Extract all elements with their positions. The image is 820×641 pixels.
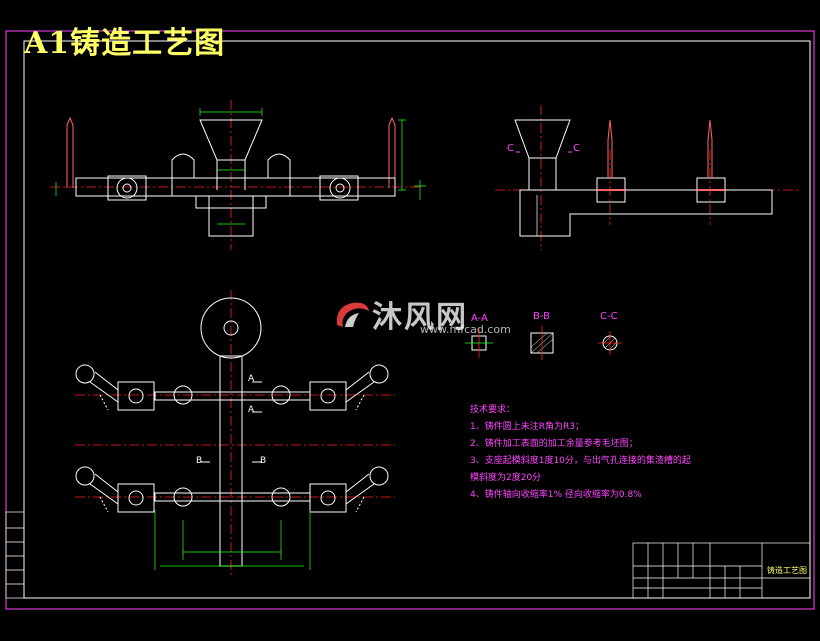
technical-notes: 技术要求： 1、铸件圆上未注R角为R3； 2、铸件加工表面的加工余量参考毛坯图；… [470,402,691,504]
notes-heading: 技术要求： [470,405,516,415]
front-view [50,100,426,250]
title-block [632,542,811,599]
section-label-bb: B-B [533,311,550,322]
view-label-a1: A [248,374,255,384]
watermark-name: 沐风网 [372,300,468,335]
note-item: 4、铸件轴向收缩率1% 径向收缩率为0.8% [470,490,642,500]
note-item: 2、铸件加工表面的加工余量参考毛坯图； [470,439,638,449]
watermark-url: www.mfcad.com [420,323,511,336]
outer-frame [5,30,815,610]
drawing-title: A1铸造工艺图 [24,26,226,61]
note-item: 模斜度为2度20分 [470,473,542,483]
note-item: 1、铸件圆上未注R角为R3； [470,422,584,432]
view-label-c2: C [573,143,580,154]
view-label-c1: C [507,143,514,154]
watermark-logo-icon [336,302,369,327]
left-strip [5,511,25,599]
view-label-b2: B [260,456,267,466]
section-label-cc: C-C [600,311,618,322]
section-bb [530,326,554,360]
plan-view [75,290,395,575]
section-aa [465,328,493,358]
section-cc [598,331,622,355]
section-label-aa: A-A [471,313,488,324]
title-block-name: 铸造工艺图 [767,566,807,575]
note-item: 3、支座起模斜度1度10分，与出气孔连接的集渣槽的起 [470,456,691,466]
view-label-b1: B [196,456,203,466]
inner-frame [23,40,811,599]
side-view [495,105,800,250]
view-label-a2: A [248,405,255,415]
